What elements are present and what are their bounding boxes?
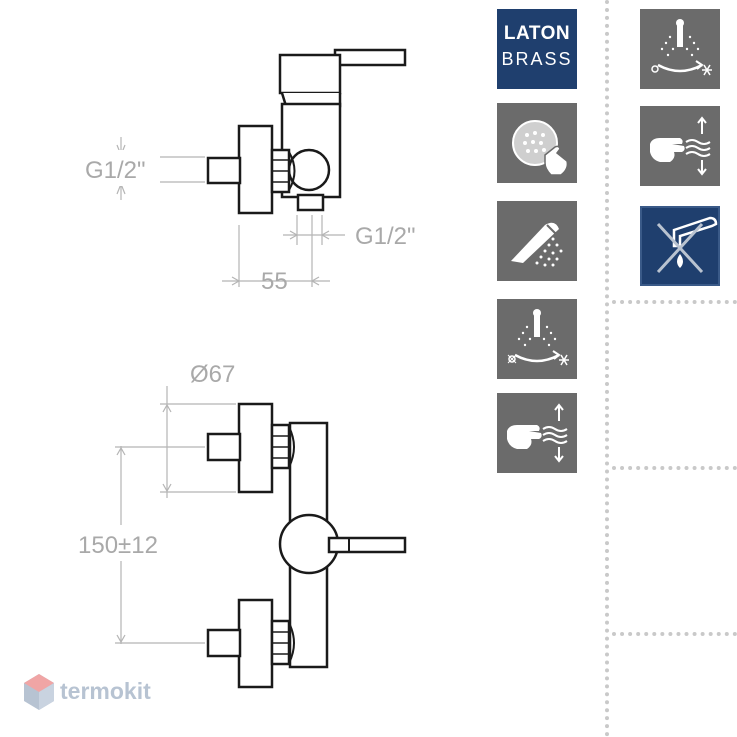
brass-line1: LATON: [503, 23, 571, 44]
dimension-diameter: Ø67: [190, 361, 235, 388]
separator-horizontal-1: [612, 300, 737, 304]
front-upper-inlet: [206, 432, 242, 462]
dimension-center-distance: 150±12: [78, 532, 158, 559]
no-spout-icon: [656, 216, 718, 274]
separator-horizontal-2: [612, 466, 737, 470]
front-lower-rosette: [237, 598, 274, 689]
hand-shower-icon: [511, 222, 563, 267]
no-spout-tile: [640, 206, 720, 286]
side-view: [206, 48, 407, 215]
brass-material-badge: LATON BRASS: [497, 9, 577, 89]
brand-name: termokit: [60, 678, 151, 704]
front-upper-rosette: [237, 402, 274, 494]
hand-flow-control-tile-2: [640, 106, 720, 186]
front-lower-inlet: [206, 628, 242, 658]
dimension-offset: 55: [261, 268, 288, 295]
temperature-control-icon: [507, 309, 569, 366]
temperature-control-tile: [497, 299, 577, 379]
hand-shower-tile: [497, 201, 577, 281]
front-view: [206, 402, 407, 689]
front-lever: [327, 536, 407, 554]
side-outlet: [296, 193, 325, 212]
anti-limescale-showerhead-tile: [497, 103, 577, 183]
side-rosette: [237, 124, 274, 215]
termokit-logo-icon: [24, 674, 54, 710]
hand-flow-control-icon: [650, 116, 711, 176]
hand-flow-control-tile: [497, 393, 577, 473]
temperature-control-icon: [651, 19, 712, 76]
temperature-control-tile-2: [640, 9, 720, 89]
anti-limescale-showerhead-icon: [512, 120, 569, 176]
dimension-thread-inlet: G1/2": [85, 157, 146, 184]
dimension-thread-outlet: G1/2": [355, 223, 416, 250]
separator-vertical: [605, 0, 609, 737]
side-cap: [278, 53, 342, 95]
separator-horizontal-3: [612, 632, 737, 636]
side-lever: [333, 48, 407, 67]
hand-flow-control-icon: [507, 403, 568, 463]
brass-line2: BRASS: [501, 49, 573, 69]
side-inlet-pipe: [206, 156, 242, 185]
